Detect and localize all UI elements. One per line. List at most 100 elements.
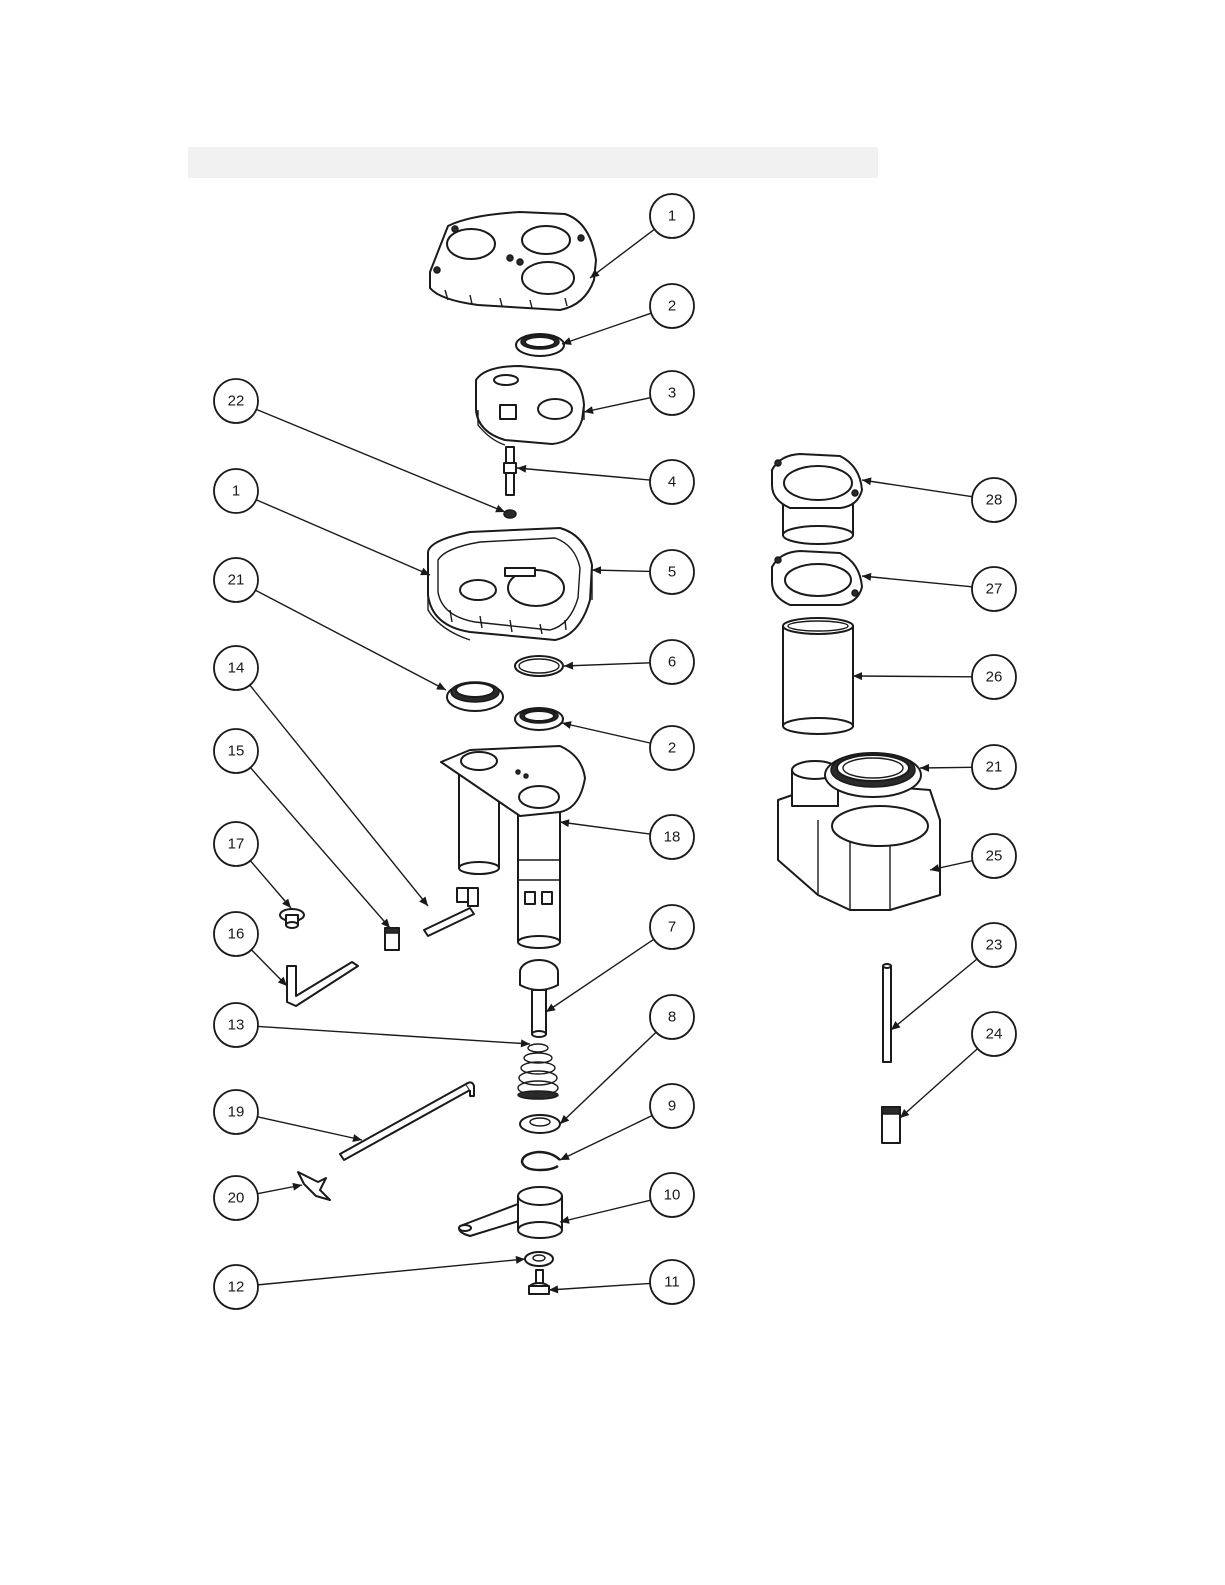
part-large-bearing-right — [825, 753, 921, 797]
part-small-block — [385, 928, 399, 950]
callout-15: 15 — [214, 729, 258, 773]
leader-line — [862, 480, 972, 497]
part-bearing-ring-lower — [515, 708, 563, 730]
part-large-bearing-left — [447, 682, 503, 711]
leader-arrowhead — [584, 406, 594, 414]
leader-arrowhead — [592, 566, 601, 574]
callout-number: 2 — [668, 298, 676, 315]
callout-number: 1 — [232, 483, 240, 500]
callout-24: 24 — [972, 1012, 1016, 1056]
leader-line — [853, 676, 972, 677]
callout-19: 19 — [214, 1090, 258, 1134]
callout-number: 3 — [668, 385, 676, 402]
callout-number: 25 — [986, 848, 1003, 865]
callout-number: 2 — [668, 740, 676, 757]
callout-21: 21 — [972, 745, 1016, 789]
callout-21: 21 — [214, 558, 258, 602]
leader-line — [250, 768, 390, 928]
callout-2: 2 — [650, 284, 694, 328]
callout-number: 16 — [228, 926, 245, 943]
leader-line — [891, 959, 977, 1030]
part-spring — [518, 1044, 558, 1099]
part-sleeve-tube — [783, 618, 853, 734]
leader-arrowhead — [419, 896, 428, 906]
callout-10: 10 — [650, 1173, 694, 1217]
part-washer — [520, 1115, 560, 1133]
part-flange-gasket — [772, 551, 862, 605]
callout-number: 17 — [228, 836, 245, 853]
leader-line — [560, 1032, 656, 1124]
callout-1: 1 — [214, 469, 258, 513]
leader-line — [258, 1026, 530, 1044]
callout-28: 28 — [972, 478, 1016, 522]
callout-26: 26 — [972, 655, 1016, 699]
leader-line — [546, 939, 654, 1012]
leader-arrowhead — [920, 764, 929, 772]
callout-8: 8 — [650, 995, 694, 1039]
leader-arrowhead — [564, 662, 573, 670]
callout-number: 9 — [668, 1098, 676, 1115]
leader-arrowhead — [853, 672, 862, 680]
callout-number: 7 — [668, 919, 676, 936]
callout-25: 25 — [972, 834, 1016, 878]
callout-number: 15 — [228, 743, 245, 760]
leader-line — [562, 723, 651, 743]
callout-number: 13 — [228, 1017, 245, 1034]
part-small-pin — [504, 510, 516, 518]
callout-number: 21 — [228, 572, 245, 589]
callout-number: 11 — [664, 1274, 680, 1291]
leader-line — [862, 576, 972, 587]
callout-number: 14 — [228, 660, 245, 677]
callout-number: 27 — [986, 581, 1003, 598]
leader-line — [258, 1259, 525, 1285]
callout-6: 6 — [650, 640, 694, 684]
leader-arrowhead — [292, 1183, 302, 1191]
callout-18: 18 — [650, 815, 694, 859]
callout-number: 26 — [986, 669, 1003, 686]
part-thin-rod — [883, 964, 891, 1062]
leader-line — [549, 1283, 650, 1290]
part-wing-nut — [298, 1172, 330, 1200]
callout-number: 18 — [664, 829, 681, 846]
callout-4: 4 — [650, 460, 694, 504]
callout-22: 22 — [214, 379, 258, 423]
part-bearing-ring-upper — [516, 334, 564, 356]
callout-2: 2 — [650, 726, 694, 770]
leader-line — [255, 590, 446, 690]
leader-arrowhead — [862, 573, 871, 581]
part-main-housing — [428, 528, 592, 640]
callout-number: 10 — [664, 1187, 681, 1204]
leader-arrowhead — [549, 1285, 558, 1293]
callout-number: 23 — [986, 937, 1003, 954]
part-screw — [529, 1270, 549, 1294]
callout-number: 12 — [228, 1279, 245, 1296]
leader-line — [517, 468, 650, 480]
callout-number: 19 — [228, 1104, 245, 1121]
callout-7: 7 — [650, 905, 694, 949]
callout-number: 6 — [668, 654, 676, 671]
leader-line — [250, 861, 291, 908]
part-hex-key — [287, 962, 358, 1006]
callout-number: 1 — [668, 208, 676, 225]
part-snap-ring — [522, 1152, 560, 1170]
leader-line — [560, 1116, 652, 1160]
leader-arrowhead — [516, 1256, 525, 1264]
leader-line — [256, 500, 430, 575]
callout-number: 22 — [228, 393, 245, 410]
leader-arrowhead — [562, 721, 572, 729]
leader-arrowhead — [862, 477, 871, 485]
part-small-shaft — [504, 447, 516, 495]
callout-11: 11 — [650, 1260, 694, 1304]
callout-12: 12 — [214, 1265, 258, 1309]
callout-23: 23 — [972, 923, 1016, 967]
leader-line — [257, 1117, 362, 1140]
leader-line — [564, 663, 650, 666]
leader-line — [900, 1049, 978, 1118]
part-handle-lever — [459, 1187, 562, 1238]
callout-5: 5 — [650, 550, 694, 594]
part-knob — [280, 909, 304, 928]
leader-line — [560, 822, 650, 834]
leader-arrowhead — [352, 1134, 362, 1142]
callout-14: 14 — [214, 646, 258, 690]
